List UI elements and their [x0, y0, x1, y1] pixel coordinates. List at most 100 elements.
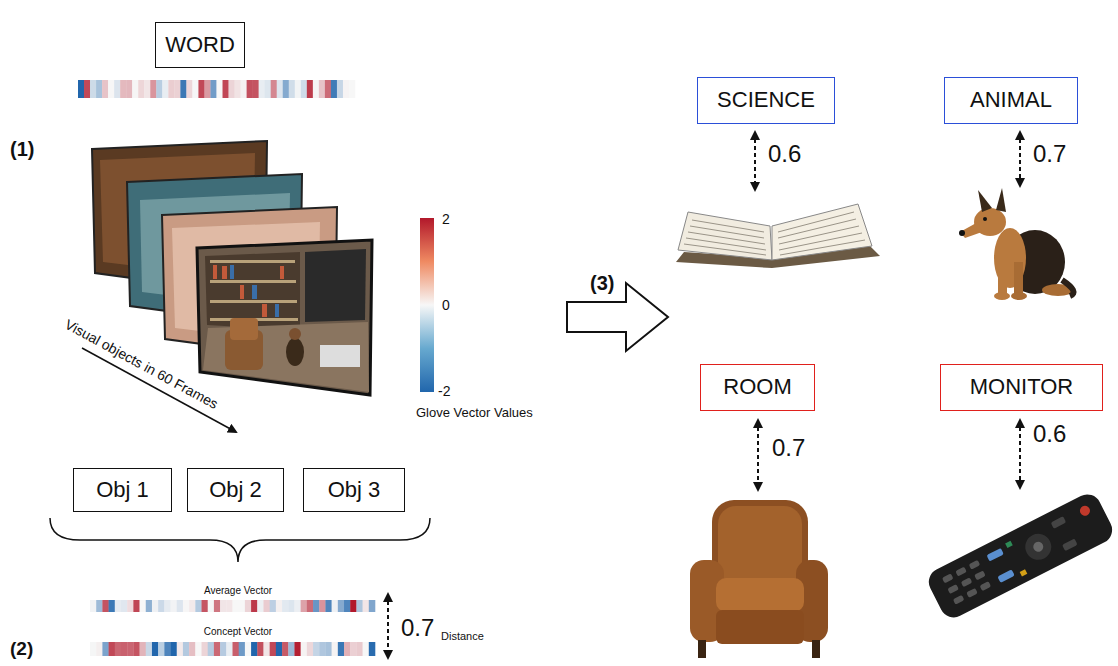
- vector-cell: [164, 642, 171, 656]
- vector-cell: [270, 642, 277, 656]
- vector-cell: [313, 80, 319, 98]
- glove-vector: [78, 80, 355, 98]
- vector-cell: [307, 80, 313, 98]
- vector-cell: [156, 80, 162, 98]
- vector-cell: [158, 642, 165, 656]
- vector-cell: [195, 642, 202, 656]
- box-label: ANIMAL: [970, 88, 1052, 112]
- vector-cell: [217, 80, 223, 98]
- distance-value: 0.6: [768, 140, 801, 168]
- vector-cell: [180, 80, 186, 98]
- vector-cell: [265, 80, 271, 98]
- vector-cell: [263, 642, 270, 656]
- vector-cell: [276, 600, 283, 612]
- vector-cell: [319, 600, 326, 612]
- vector-cell: [289, 80, 295, 98]
- vector-cell: [344, 642, 351, 656]
- vector-cell: [152, 642, 159, 656]
- vector-cell: [90, 80, 96, 98]
- vector-cell: [226, 600, 233, 612]
- vector-cell: [276, 642, 283, 656]
- vector-cell: [325, 600, 332, 612]
- concept-vector: [90, 642, 375, 656]
- vector-cell: [344, 600, 351, 612]
- average-vector: [90, 600, 375, 612]
- vector-cell: [121, 642, 128, 656]
- remote-picture: [924, 490, 1117, 623]
- vector-cell: [245, 600, 252, 612]
- concept-box: ROOM: [700, 364, 815, 411]
- vector-cell: [90, 642, 97, 656]
- vector-cell: [325, 80, 331, 98]
- vector-cell: [140, 642, 147, 656]
- vector-cell: [251, 600, 258, 612]
- vector-cell: [247, 80, 253, 98]
- step-number: (2): [10, 638, 33, 660]
- vector-cell: [301, 80, 307, 98]
- vector-cell: [115, 600, 122, 612]
- vector-cell: [120, 80, 126, 98]
- box-label: WORD: [165, 33, 235, 57]
- vector-cell: [270, 600, 277, 612]
- vector-cell: [204, 80, 210, 98]
- vector-cell: [349, 80, 355, 98]
- process-arrow: [567, 283, 668, 351]
- vector-cell: [208, 600, 215, 612]
- vector-cell: [102, 600, 109, 612]
- vector-cell: [144, 80, 150, 98]
- vector-cell: [356, 600, 363, 612]
- vector-cell: [235, 80, 241, 98]
- colorbar-title: Glove Vector Values: [416, 406, 533, 421]
- vector-cell: [313, 642, 320, 656]
- vector-cell: [140, 600, 147, 612]
- vector-cell: [369, 642, 376, 656]
- vector-cell: [109, 600, 116, 612]
- vector-cell: [223, 80, 229, 98]
- vector-cell: [363, 600, 370, 612]
- vector-cell: [164, 600, 171, 612]
- vector-cell: [114, 80, 120, 98]
- vector-cell: [174, 80, 180, 98]
- vector-cell: [152, 600, 159, 612]
- vector-cell: [239, 642, 246, 656]
- vector-cell: [171, 600, 178, 612]
- book-picture: [676, 204, 880, 268]
- vector-cell: [177, 642, 184, 656]
- vector-cell: [233, 642, 240, 656]
- box-label: ROOM: [723, 375, 791, 399]
- vector-cell: [332, 642, 339, 656]
- frames-axis-arrow: [82, 348, 236, 432]
- vector-cell: [150, 80, 156, 98]
- vector-cell: [202, 642, 209, 656]
- vector-cell: [195, 600, 202, 612]
- vector-cell: [177, 600, 184, 612]
- vector-cell: [307, 600, 314, 612]
- step-number: (1): [10, 138, 34, 161]
- vector-cell: [343, 80, 349, 98]
- vector-cell: [186, 80, 192, 98]
- vector-cell: [214, 642, 221, 656]
- vector-cell: [210, 80, 216, 98]
- vector-cell: [183, 642, 190, 656]
- object-box: Obj 2: [187, 468, 284, 512]
- vector-cell: [214, 600, 221, 612]
- vector-cell: [325, 642, 332, 656]
- vector-cell: [121, 600, 128, 612]
- distance-value: 0.7: [772, 434, 805, 462]
- object-box: Obj 1: [73, 468, 172, 512]
- vector-cell: [263, 600, 270, 612]
- vector-cell: [369, 600, 376, 612]
- vector-cell: [102, 80, 108, 98]
- vector-cell: [198, 80, 204, 98]
- vector-cell: [132, 80, 138, 98]
- distance-value: 0.7: [401, 614, 434, 642]
- vector-cell: [331, 80, 337, 98]
- vector-cell: [350, 600, 357, 612]
- dog-picture: [959, 188, 1074, 300]
- vector-cell: [146, 642, 153, 656]
- vector-label: Average Vector: [204, 585, 272, 597]
- vector-cell: [294, 600, 301, 612]
- vector-cell: [126, 80, 132, 98]
- colorbar-tick: 0: [442, 297, 450, 313]
- vector-cell: [189, 642, 196, 656]
